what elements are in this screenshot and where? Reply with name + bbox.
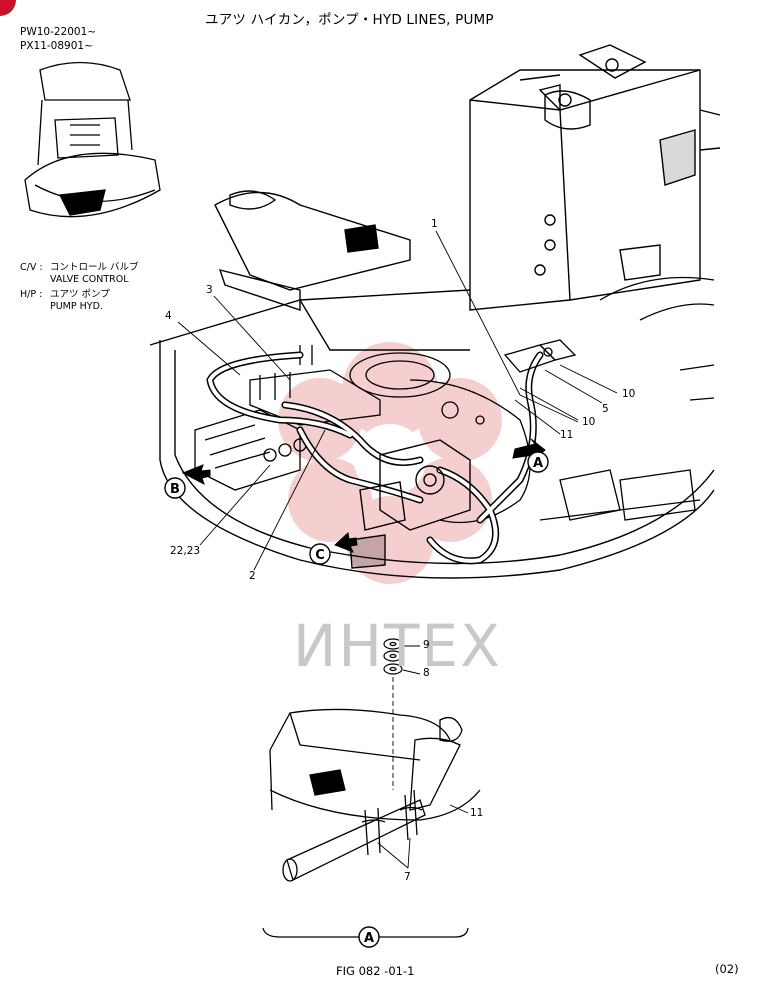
fitting-cluster xyxy=(503,339,577,373)
watermark-text: ИНТЕХ xyxy=(293,612,502,680)
control-valve xyxy=(194,345,381,491)
hydraulic-tank xyxy=(469,44,721,311)
hydraulic-pump xyxy=(349,439,471,569)
callout-11b: 11 xyxy=(470,807,484,819)
callout-5: 5 xyxy=(602,403,609,415)
upper-frame xyxy=(149,190,715,579)
callout-8: 8 xyxy=(423,667,430,679)
view-marker-b: B xyxy=(170,482,180,497)
view-marker-a1: A xyxy=(533,456,543,471)
callout-4: 4 xyxy=(165,310,172,322)
callout-7: 7 xyxy=(404,871,411,883)
callout-9: 9 xyxy=(423,639,430,651)
callout-3: 3 xyxy=(206,284,213,296)
legend-hp-key: H/P : xyxy=(20,289,43,300)
callout-22-23: 22,23 xyxy=(170,545,201,557)
legend-cv: C/V : コントロール バルブ VALVE CONTROL xyxy=(20,262,139,286)
right-frame xyxy=(539,276,715,521)
legend-cv-en: VALVE CONTROL xyxy=(50,274,129,285)
callout-1: 1 xyxy=(431,218,438,230)
view-marker-c: C xyxy=(315,548,325,563)
detail-a-view xyxy=(269,708,481,882)
legend-cv-jp: コントロール バルブ xyxy=(50,262,139,273)
machine-thumbnail xyxy=(24,61,161,218)
callout-10b: 10 xyxy=(582,416,596,428)
washer-stack xyxy=(383,638,421,790)
serial-range-1: PW10-22001~ xyxy=(20,26,97,38)
leader-lines xyxy=(177,230,618,571)
view-marker-circles xyxy=(164,451,549,948)
corner-badge xyxy=(0,0,16,16)
legend-hp-jp: ユアツ ポンプ xyxy=(50,289,110,300)
view-marker-a2: A xyxy=(364,931,374,946)
legend-cv-key: C/V : xyxy=(20,262,43,273)
callout-11a: 11 xyxy=(560,429,574,441)
callout-2: 2 xyxy=(249,570,256,582)
legend-hp-en: PUMP HYD. xyxy=(50,301,103,312)
callout-10a: 10 xyxy=(622,388,636,400)
revision-label: (02) xyxy=(715,962,739,976)
figure-label: FIG 082 -01-1 xyxy=(336,964,415,978)
detail-a-bracket xyxy=(262,927,469,938)
page-title: ユアツ ハイカン，ポンプ・HYD LINES, PUMP xyxy=(205,12,494,28)
serial-range-2: PX11-08901~ xyxy=(20,40,93,52)
legend-hp: H/P : ユアツ ポンプ PUMP HYD. xyxy=(20,289,110,313)
